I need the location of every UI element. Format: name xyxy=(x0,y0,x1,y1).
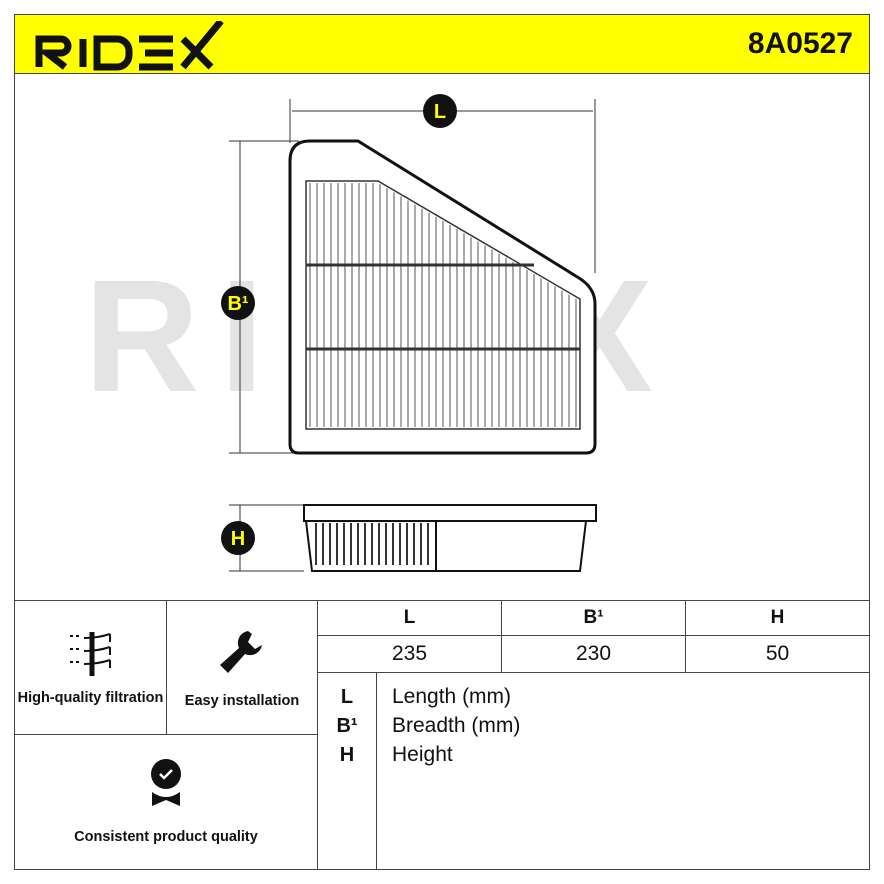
legend-text: Height xyxy=(392,743,453,766)
breadth-badge: B¹ xyxy=(221,286,255,320)
part-number: 8A0527 xyxy=(747,27,853,60)
filtration-icon xyxy=(69,631,111,676)
height-badge: H xyxy=(221,521,255,555)
header-h: H xyxy=(685,600,870,636)
filter-drawing: RIDEX L B¹ H xyxy=(84,94,653,572)
wrench-icon xyxy=(220,630,262,673)
value-b: 230 xyxy=(501,635,686,673)
ridex-logo xyxy=(35,21,224,71)
feature-label: Consistent product quality xyxy=(74,829,258,845)
legend-key: B¹ xyxy=(336,715,358,737)
svg-text:B¹: B¹ xyxy=(227,293,248,315)
legend-text: Breadth (mm) xyxy=(392,714,521,737)
header-l: L xyxy=(317,600,502,636)
feature-filtration: High-quality filtration xyxy=(14,600,167,735)
feature-installation: Easy installation xyxy=(166,600,318,735)
legend-key: H xyxy=(339,744,355,766)
value-l: 235 xyxy=(317,635,502,673)
feature-label: High-quality filtration xyxy=(17,689,164,706)
feature-quality: Consistent product quality xyxy=(14,734,318,870)
header-b: B¹ xyxy=(501,600,686,636)
value-h: 50 xyxy=(685,635,870,673)
length-badge: L xyxy=(423,94,457,128)
header: 8A0527 xyxy=(14,14,870,74)
feature-label: Easy installation xyxy=(184,692,300,709)
quality-badge-icon xyxy=(151,759,181,806)
svg-text:H: H xyxy=(231,528,245,550)
legend-text: Length (mm) xyxy=(392,685,512,708)
svg-text:L: L xyxy=(434,101,446,123)
legend-key: L xyxy=(340,686,354,708)
legend-text-col xyxy=(376,672,870,870)
